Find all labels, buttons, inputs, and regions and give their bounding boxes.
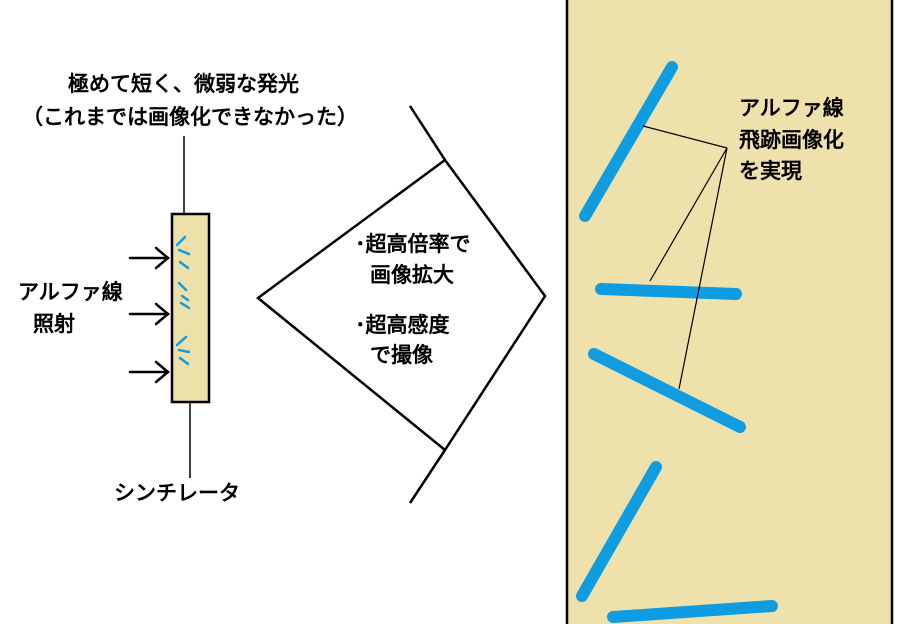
- right-arrow-icon: [128, 246, 170, 270]
- result-label-line3: を実現: [739, 159, 802, 183]
- lens-label-line3: ･超高感度: [355, 313, 450, 337]
- lens-label-line1: ･超高倍率で: [355, 232, 471, 256]
- alpha-irradiation-label-line2: 照射: [33, 312, 75, 336]
- right-arrow-icon: [128, 360, 170, 384]
- faint-light-label-line1: 極めて短く、微弱な発光: [68, 72, 299, 96]
- result-label-line2: 飛跡画像化: [739, 128, 844, 152]
- lens-upper-edge: [408, 105, 447, 161]
- alpha-track: [595, 283, 742, 300]
- alpha-track: [579, 61, 678, 222]
- scintillator-label: シンチレータ: [114, 481, 240, 505]
- lens-lower-edge: [408, 449, 447, 504]
- lens-system: [255, 158, 547, 452]
- lens-label-line2: 画像拡大: [370, 263, 454, 287]
- result-leader-lines: [642, 125, 728, 390]
- alpha-track: [576, 461, 662, 602]
- light-flash-icon: [175, 335, 191, 366]
- result-label-line1: アルファ線: [739, 96, 844, 120]
- light-flash-icon: [175, 235, 191, 270]
- alpha-irradiation-label-line1: アルファ線: [18, 280, 123, 304]
- scintillator: [170, 212, 211, 404]
- alpha-track: [607, 600, 778, 623]
- lens-label-line4: で撮像: [370, 343, 434, 367]
- light-flash-icon: [177, 281, 191, 310]
- alpha-tracks: [576, 61, 778, 623]
- faint-light-label-line2: （これまでは画像化できなかった）: [22, 105, 358, 129]
- alpha-track: [588, 348, 746, 433]
- right-arrow-icon: [128, 302, 170, 326]
